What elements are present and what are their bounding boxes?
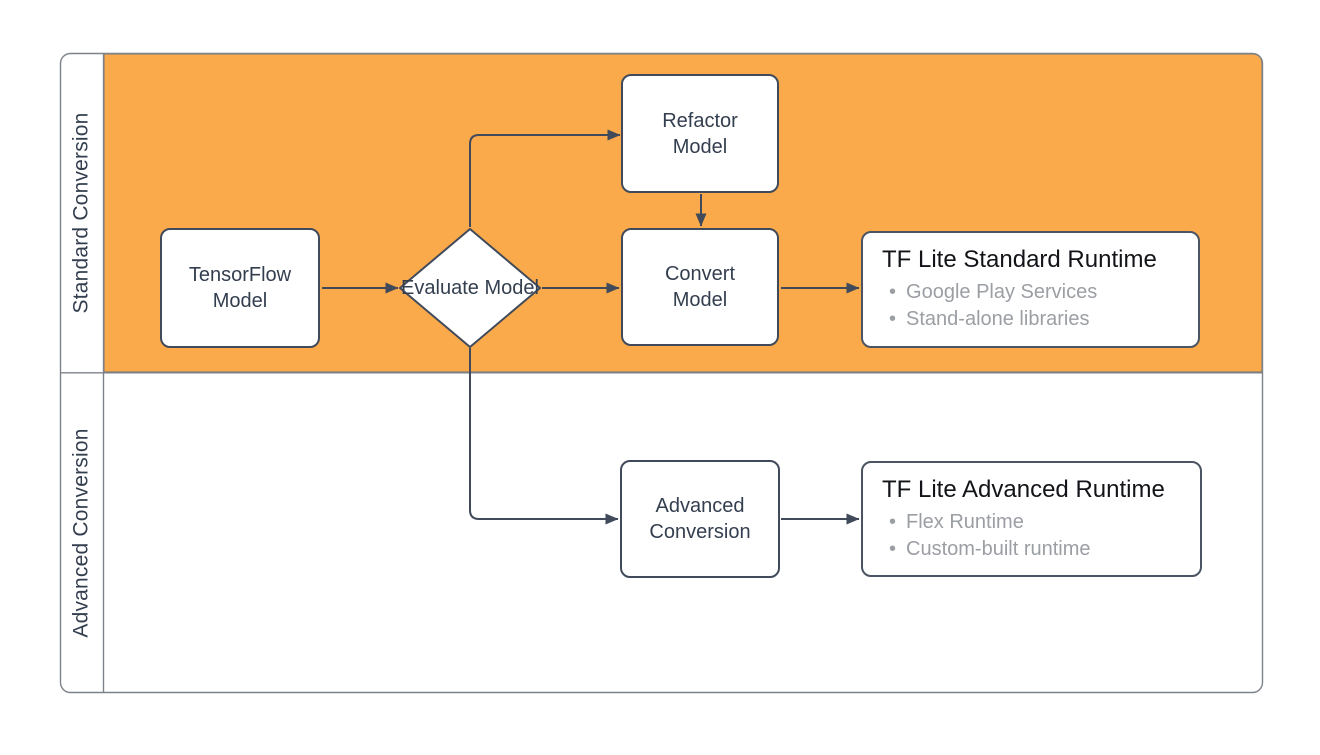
node-refactor-model-label: Refactor Model: [662, 109, 738, 158]
node-tf-lite-advanced-runtime: TF Lite Advanced Runtime • Flex Runtime …: [861, 461, 1202, 577]
node-convert-model-label: Convert Model: [664, 263, 736, 311]
lane-standard-conversion: Standard Conversion: [60, 53, 104, 373]
lane-advanced-label: Advanced Conversion: [70, 428, 94, 638]
lane-standard-label: Standard Conversion: [70, 112, 93, 314]
node-refactor-model: Refactor Model: [621, 74, 779, 193]
evaluate-model-diamond: [399, 228, 541, 348]
node-tensorflow-model-label: TensorFlow Model: [188, 264, 292, 312]
bullet-icon: •: [889, 537, 897, 560]
node-tf-lite-standard-runtime: TF Lite Standard Runtime • Google Play S…: [861, 231, 1200, 348]
connector-evaluate-to-advanced-conversion: [469, 348, 619, 525]
standard-runtime-bullet-1: • Google Play Services: [882, 279, 1184, 306]
standard-runtime-bullet-2: • Stand-alone libraries: [882, 306, 1184, 333]
node-convert-model: Convert Model: [621, 228, 779, 346]
bullet-icon: •: [889, 510, 897, 533]
bullet-icon: •: [889, 281, 897, 304]
standard-runtime-title: TF Lite Standard Runtime: [882, 246, 1157, 274]
node-evaluate-model-label: Evaluate Model: [401, 277, 539, 299]
bullet-icon: •: [889, 308, 897, 330]
advanced-runtime-bullet-2: • Custom-built runtime: [882, 536, 1186, 563]
node-advanced-conversion-label: Advanced Conversion: [649, 495, 751, 543]
advanced-runtime-bullet-1: • Flex Runtime: [882, 509, 1186, 536]
advanced-runtime-title: TF Lite Advanced Runtime: [882, 475, 1165, 503]
connector-evaluate-to-refactor: [469, 129, 621, 227]
node-tensorflow-model: TensorFlow Model: [160, 228, 320, 348]
node-advanced-conversion: Advanced Conversion: [620, 460, 780, 578]
lane-advanced-conversion: Advanced Conversion: [60, 373, 104, 693]
